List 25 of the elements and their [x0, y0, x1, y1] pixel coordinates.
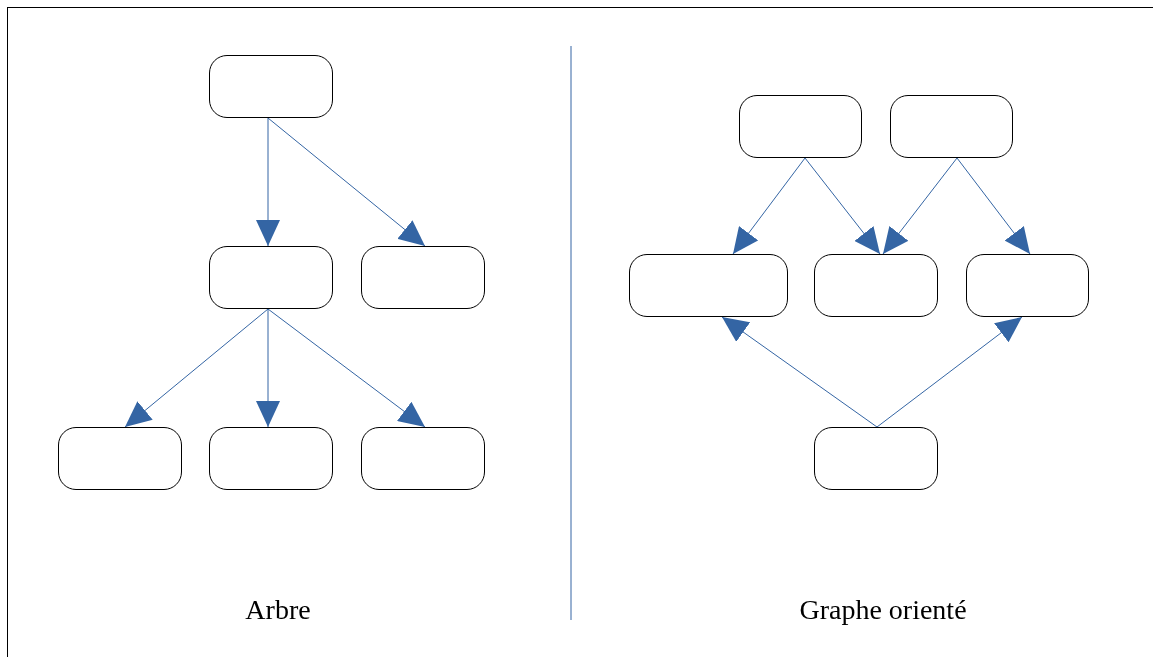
- arrow: [732, 157, 806, 255]
- arrow: [124, 308, 269, 428]
- arrow: [267, 308, 426, 428]
- rounded-box: [209, 246, 333, 309]
- arrow: [256, 117, 280, 247]
- rounded-box: [209, 427, 333, 490]
- rounded-box: [739, 95, 862, 158]
- rounded-box: [629, 254, 788, 317]
- rounded-box: [814, 254, 938, 317]
- rounded-box: [361, 427, 485, 490]
- rounded-box: [966, 254, 1089, 317]
- caption-label: Arbre: [245, 593, 311, 627]
- rounded-box: [814, 427, 938, 490]
- arrow: [721, 316, 878, 428]
- rounded-box: [361, 246, 485, 309]
- arrow: [256, 308, 280, 428]
- rounded-box: [209, 55, 333, 118]
- rounded-box: [890, 95, 1013, 158]
- caption-label: Graphe orienté: [799, 593, 967, 627]
- arrow: [267, 117, 426, 247]
- arrow: [956, 157, 1031, 255]
- arrow: [882, 157, 958, 255]
- arrow: [804, 157, 881, 255]
- arrow: [876, 316, 1023, 428]
- rounded-box: [58, 427, 182, 490]
